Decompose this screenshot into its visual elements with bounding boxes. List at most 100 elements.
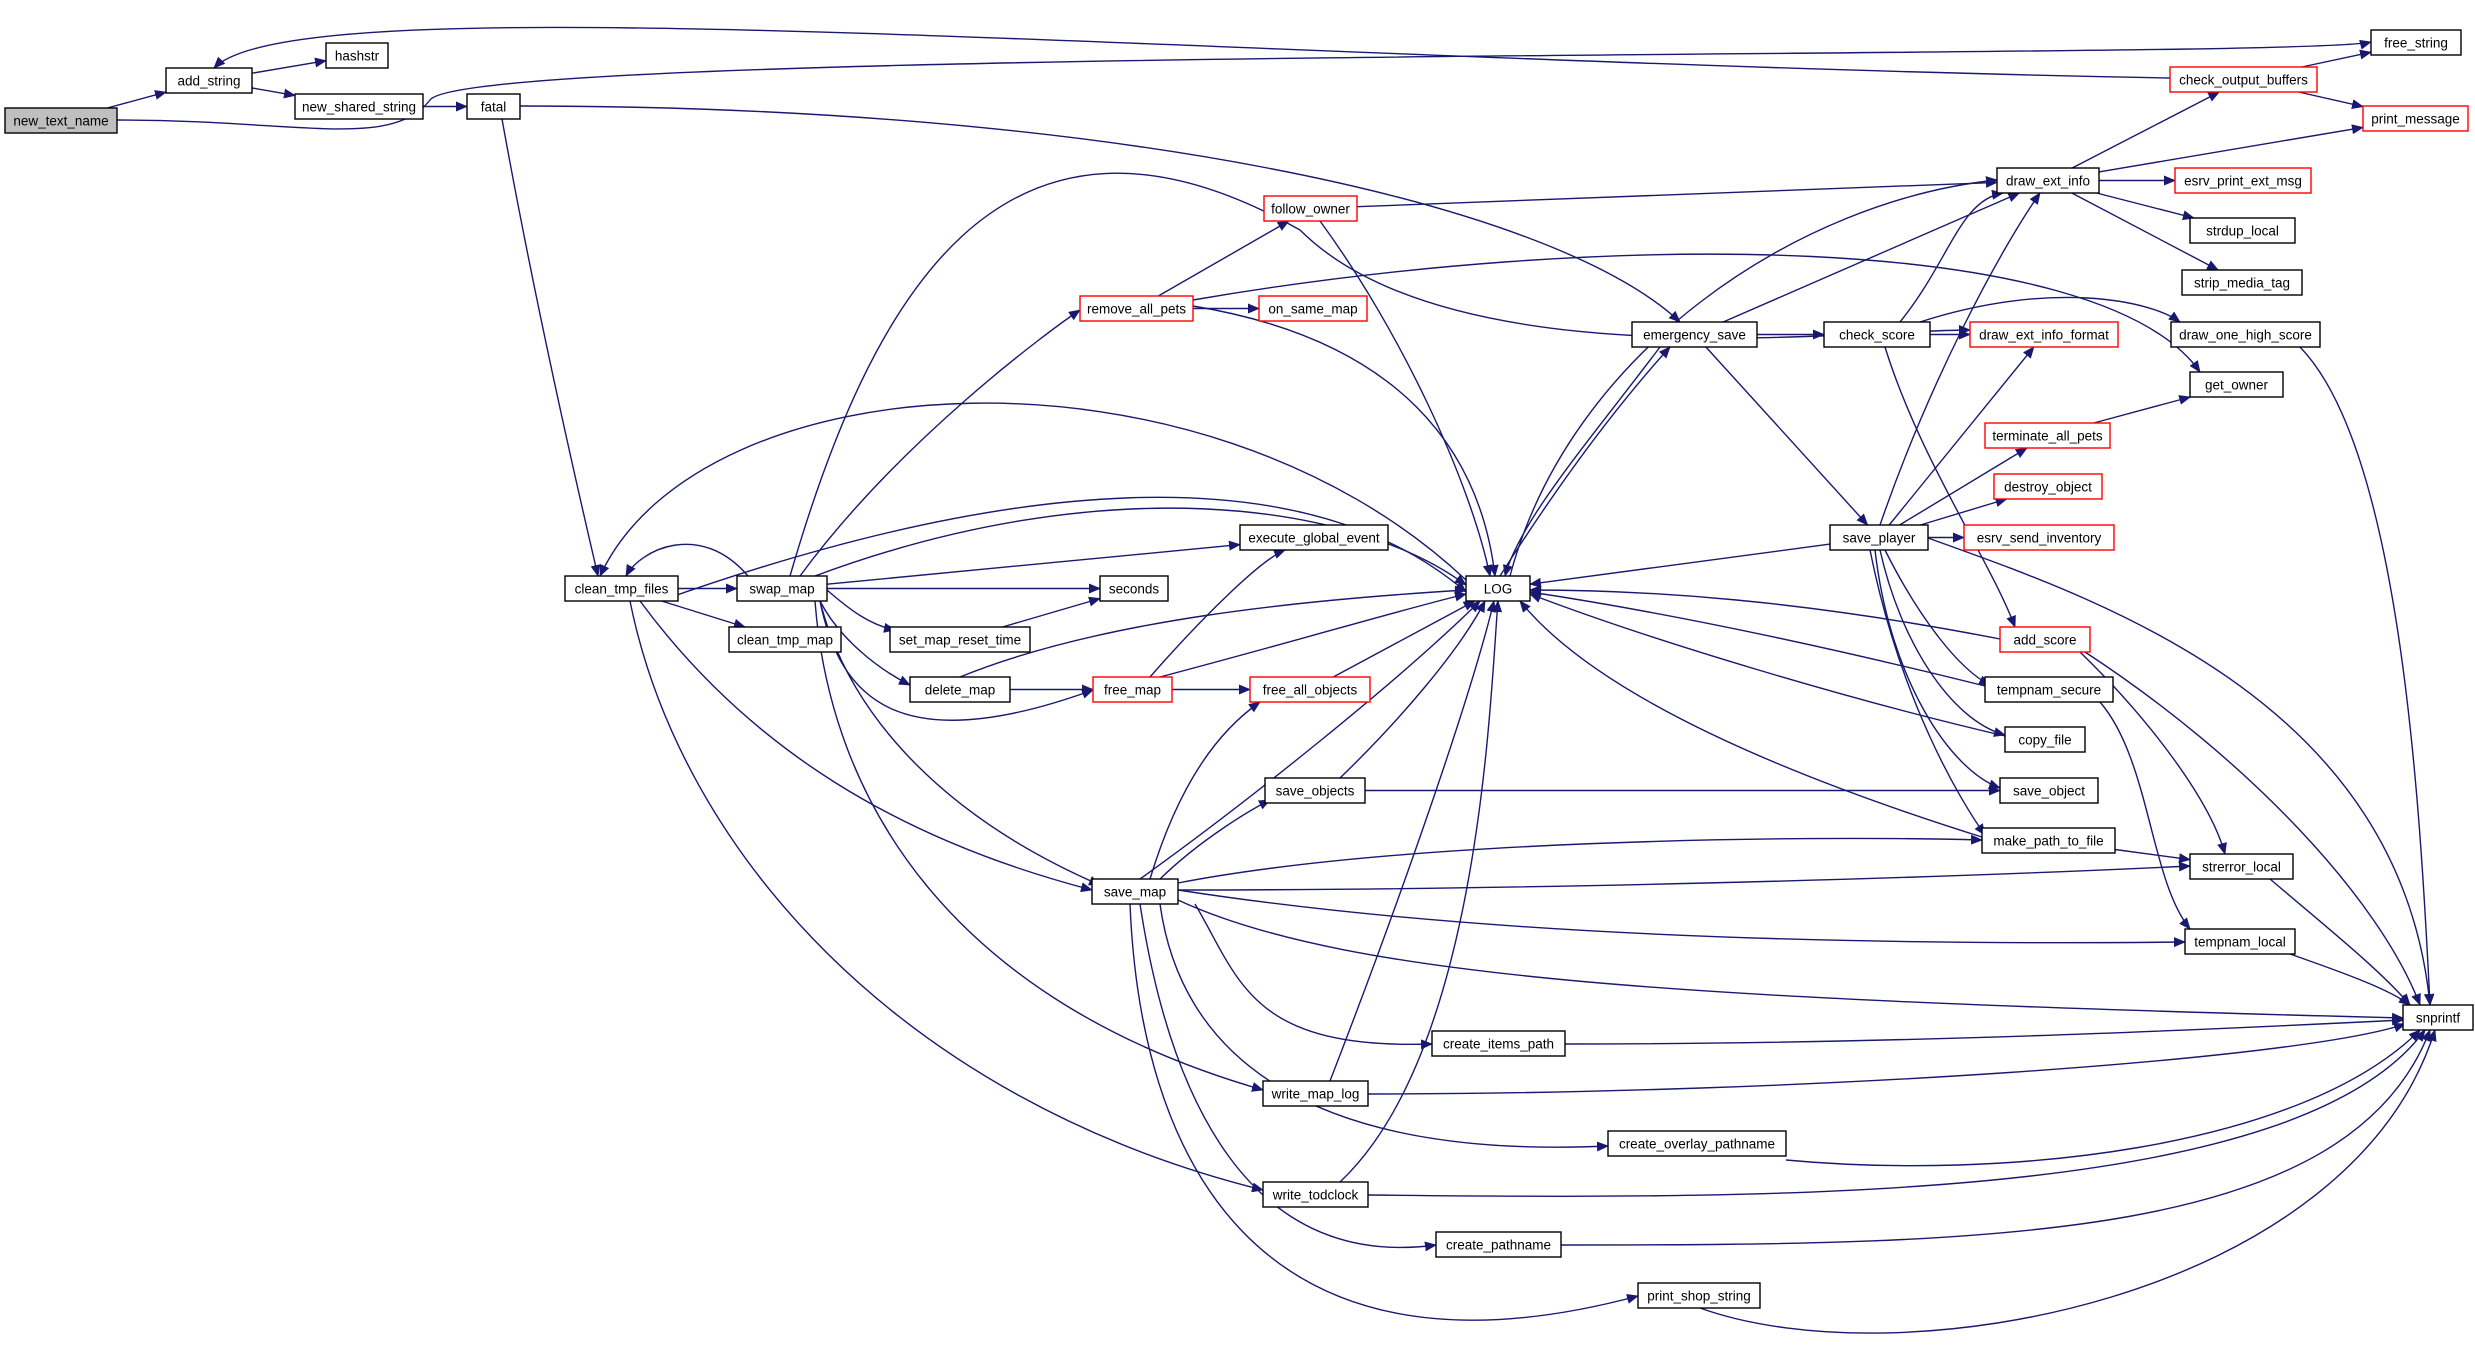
node-strerror_local[interactable]: strerror_local bbox=[2189, 853, 2294, 880]
node-label: check_output_buffers bbox=[2179, 73, 2308, 88]
node-esrv_send_inventory[interactable]: esrv_send_inventory bbox=[1963, 524, 2115, 551]
edge-remove_all_pets-to-follow_owner bbox=[1157, 220, 1290, 297]
node-label: strdup_local bbox=[2206, 224, 2279, 239]
node-print_shop_string[interactable]: print_shop_string bbox=[1637, 1282, 1761, 1309]
node-box bbox=[1607, 1130, 1787, 1157]
node-execute_global_event[interactable]: execute_global_event bbox=[1239, 524, 1389, 551]
edge-follow_owner-to-LOG bbox=[1319, 220, 1493, 577]
node-new_text_name[interactable]: new_text_name bbox=[4, 107, 118, 134]
node-create_items_path[interactable]: create_items_path bbox=[1431, 1030, 1566, 1057]
node-esrv_print_ext_msg[interactable]: esrv_print_ext_msg bbox=[2174, 167, 2312, 194]
node-draw_one_high_score[interactable]: draw_one_high_score bbox=[2170, 321, 2321, 348]
node-box bbox=[325, 42, 389, 69]
edge-save_map-to-make_path_to_file bbox=[1177, 834, 1983, 884]
node-snprintf[interactable]: snprintf bbox=[2402, 1004, 2474, 1031]
node-make_path_to_file[interactable]: make_path_to_file bbox=[1981, 827, 2116, 854]
node-strip_media_tag[interactable]: strip_media_tag bbox=[2181, 269, 2303, 296]
node-free_all_objects[interactable]: free_all_objects bbox=[1249, 676, 1371, 703]
node-write_todclock[interactable]: write_todclock bbox=[1262, 1181, 1369, 1208]
node-label: get_owner bbox=[2205, 378, 2269, 393]
node-get_owner[interactable]: get_owner bbox=[2189, 371, 2284, 398]
node-box bbox=[2189, 217, 2296, 244]
edge-swap_map-to-write_map_log bbox=[814, 600, 1264, 1092]
node-emergency_save[interactable]: emergency_save bbox=[1631, 321, 1758, 348]
edge-save_objects-to-LOG bbox=[1339, 600, 1486, 779]
node-fatal[interactable]: fatal bbox=[466, 93, 521, 120]
node-strdup_local[interactable]: strdup_local bbox=[2189, 217, 2296, 244]
node-set_map_reset_time[interactable]: set_map_reset_time bbox=[889, 626, 1031, 653]
node-label: free_string bbox=[2384, 36, 2448, 51]
node-box bbox=[2181, 269, 2303, 296]
edge-swap_map-to-clean_tmp_files bbox=[625, 543, 749, 577]
node-follow_owner[interactable]: follow_owner bbox=[1263, 195, 1358, 222]
node-LOG[interactable]: LOG bbox=[1465, 575, 1531, 602]
node-remove_all_pets[interactable]: remove_all_pets bbox=[1079, 295, 1194, 322]
node-hashstr[interactable]: hashstr bbox=[325, 42, 389, 69]
node-label: create_pathname bbox=[1446, 1238, 1551, 1253]
edge-fatal-to-clean_tmp_files bbox=[501, 118, 601, 577]
node-label: draw_ext_info_format bbox=[1979, 328, 2109, 343]
node-box bbox=[1993, 473, 2103, 500]
node-draw_ext_info[interactable]: draw_ext_info bbox=[1996, 167, 2100, 194]
node-print_message[interactable]: print_message bbox=[2362, 105, 2469, 132]
node-box bbox=[294, 93, 424, 120]
node-seconds[interactable]: seconds bbox=[1099, 575, 1169, 602]
edge-swap_map-to-draw_ext_info_format bbox=[789, 172, 1971, 577]
edge-save_map-to-save_objects bbox=[1159, 799, 1271, 880]
node-tempnam_local[interactable]: tempnam_local bbox=[2184, 928, 2296, 955]
node-save_player[interactable]: save_player bbox=[1829, 524, 1929, 551]
node-save_objects[interactable]: save_objects bbox=[1264, 777, 1366, 804]
node-delete_map[interactable]: delete_map bbox=[909, 676, 1011, 703]
node-draw_ext_info_format[interactable]: draw_ext_info_format bbox=[1969, 321, 2119, 348]
node-box bbox=[1631, 321, 1758, 348]
node-box bbox=[1637, 1282, 1761, 1309]
edge-save_player-to-terminate_all_pets bbox=[1899, 447, 2028, 526]
node-save_map[interactable]: save_map bbox=[1091, 878, 1179, 905]
node-destroy_object[interactable]: destroy_object bbox=[1993, 473, 2103, 500]
edge-clean_tmp_files-to-save_map bbox=[639, 600, 1093, 893]
node-box bbox=[2370, 29, 2462, 56]
node-save_object[interactable]: save_object bbox=[1999, 777, 2099, 804]
node-free_map[interactable]: free_map bbox=[1092, 676, 1173, 703]
node-create_pathname[interactable]: create_pathname bbox=[1435, 1231, 1562, 1258]
edge-draw_ext_info-to-strdup_local bbox=[2096, 192, 2195, 221]
node-on_same_map[interactable]: on_same_map bbox=[1258, 295, 1368, 322]
edge-tempnam_secure-to-tempnam_local bbox=[2099, 701, 2191, 930]
node-write_map_log[interactable]: write_map_log bbox=[1262, 1080, 1369, 1107]
node-terminate_all_pets[interactable]: terminate_all_pets bbox=[1984, 422, 2111, 449]
node-label: emergency_save bbox=[1643, 328, 1746, 343]
edge-LOG-to-emergency_save bbox=[1499, 346, 1671, 577]
edge-save_player-to-copy_file bbox=[1879, 549, 2006, 737]
edge-free_all_objects-to-LOG bbox=[1332, 600, 1476, 678]
node-box bbox=[1264, 777, 1366, 804]
node-add_score[interactable]: add_score bbox=[1999, 626, 2091, 653]
node-label: create_overlay_pathname bbox=[1619, 1137, 1775, 1152]
node-box bbox=[165, 67, 253, 94]
edge-draw_ext_info-to-check_output_buffers bbox=[2071, 91, 2221, 169]
node-label: add_string bbox=[177, 74, 240, 89]
node-box bbox=[1431, 1030, 1566, 1057]
node-check_output_buffers[interactable]: check_output_buffers bbox=[2169, 66, 2318, 93]
node-label: make_path_to_file bbox=[1993, 834, 2103, 849]
node-box bbox=[1999, 626, 2091, 653]
node-new_shared_string[interactable]: new_shared_string bbox=[294, 93, 424, 120]
node-create_overlay_pathname[interactable]: create_overlay_pathname bbox=[1607, 1130, 1787, 1157]
node-box bbox=[2184, 928, 2296, 955]
edge-remove_all_pets-to-LOG bbox=[1192, 305, 1499, 577]
node-swap_map[interactable]: swap_map bbox=[736, 575, 828, 602]
node-box bbox=[1823, 321, 1931, 348]
edge-check_output_buffers-to-print_message bbox=[2298, 91, 2364, 110]
node-check_score[interactable]: check_score bbox=[1823, 321, 1931, 348]
node-copy_file[interactable]: copy_file bbox=[2004, 726, 2086, 753]
node-add_string[interactable]: add_string bbox=[165, 67, 253, 94]
node-free_string[interactable]: free_string bbox=[2370, 29, 2462, 56]
node-label: new_text_name bbox=[13, 114, 108, 129]
edge-new_text_name-to-free_string bbox=[116, 39, 2372, 130]
node-label: delete_map bbox=[925, 683, 996, 698]
node-clean_tmp_files[interactable]: clean_tmp_files bbox=[564, 575, 679, 602]
node-box bbox=[1262, 1080, 1369, 1107]
node-clean_tmp_map[interactable]: clean_tmp_map bbox=[728, 626, 842, 653]
edge-save_player-to-snprintf bbox=[1927, 537, 2434, 1006]
edge-check_score-to-draw_one_high_score bbox=[1919, 296, 2181, 323]
node-tempnam_secure[interactable]: tempnam_secure bbox=[1984, 676, 2114, 703]
